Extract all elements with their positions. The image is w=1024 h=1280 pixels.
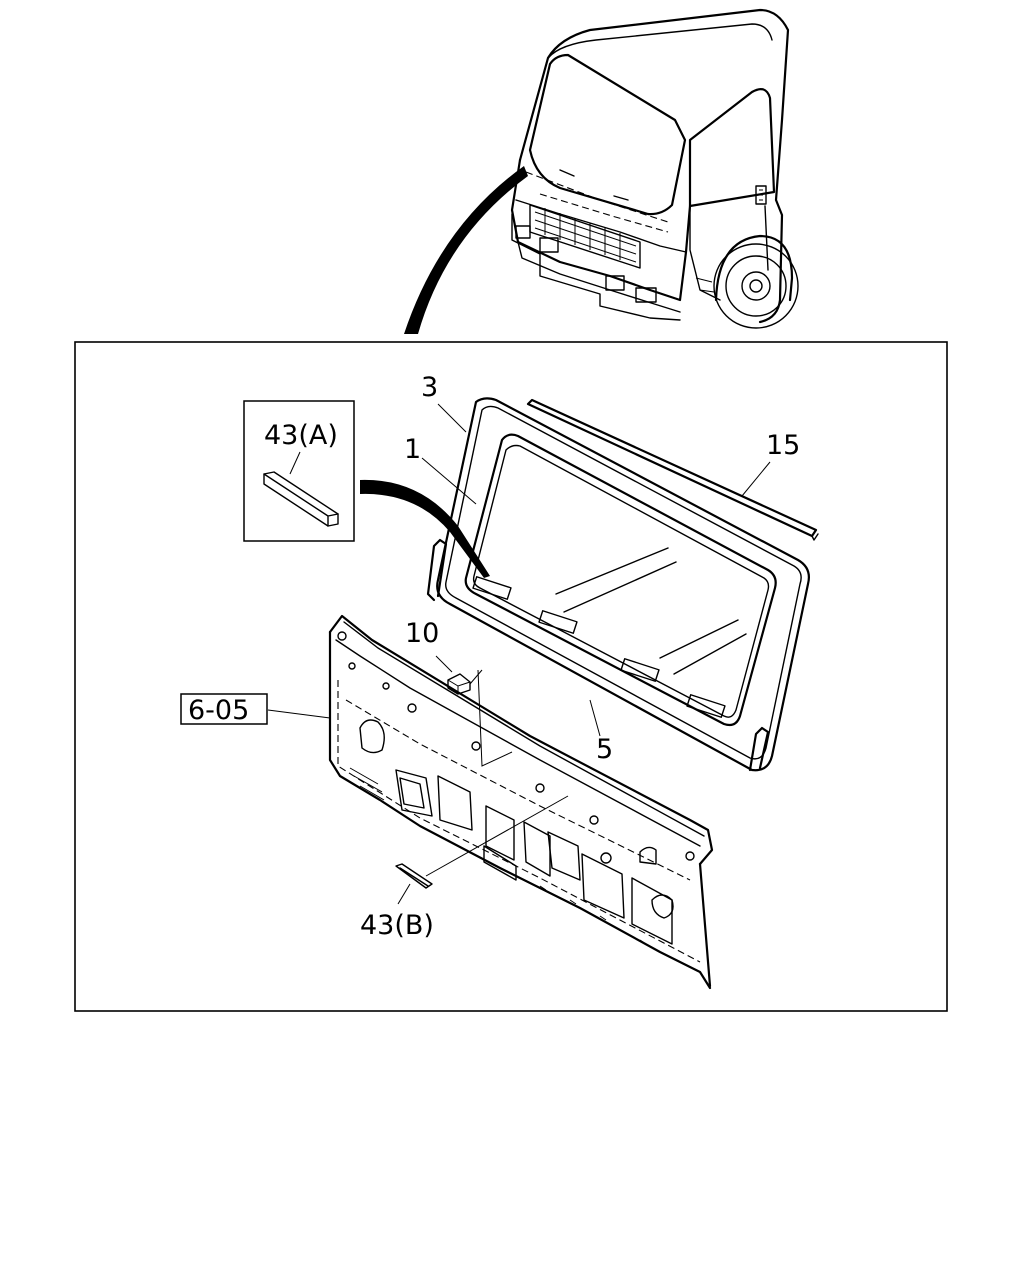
reference-6-05[interactable]: 6-05: [180, 693, 268, 726]
callout-43b: 43(B): [360, 910, 434, 941]
part-43a-inset: [243, 400, 355, 542]
cowl-panel: [328, 614, 714, 990]
callout-5: 5: [596, 734, 613, 765]
reference-label: 6-05: [188, 695, 249, 726]
callout-3: 3: [421, 372, 438, 403]
callout-10: 10: [405, 618, 439, 649]
detail-frame: [74, 341, 948, 1012]
part-10-clip: [447, 673, 471, 695]
cab-pointer-arrow: [404, 166, 528, 334]
windshield-assembly: [426, 397, 819, 772]
callout-15: 15: [766, 430, 800, 461]
truck-cab-illustration: [510, 8, 799, 329]
callout-1: 1: [404, 434, 421, 465]
inset-pointer-arrow: [360, 479, 490, 578]
leader-lines: [267, 403, 771, 905]
part-43b-pad: [395, 863, 433, 889]
callout-43a: 43(A): [264, 420, 338, 451]
